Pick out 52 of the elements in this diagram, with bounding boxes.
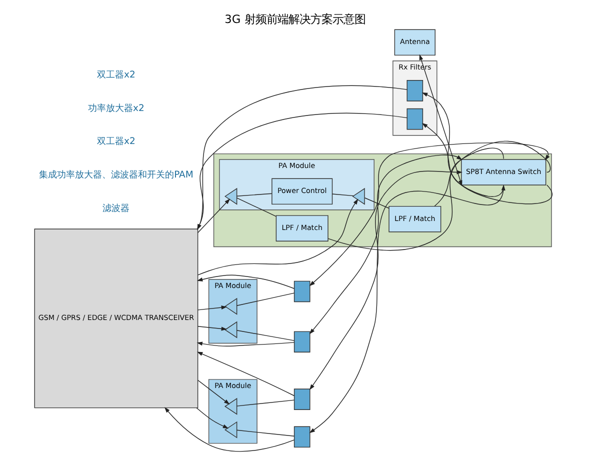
cluster: PA Module xyxy=(208,379,258,444)
connector xyxy=(236,198,276,217)
arrow xyxy=(164,407,295,452)
cluster: PA Module xyxy=(208,279,258,344)
connector xyxy=(332,194,354,196)
node-triangle xyxy=(224,321,238,338)
arrow xyxy=(419,54,462,186)
arrow xyxy=(422,122,504,197)
connector xyxy=(236,193,272,196)
label: 滤波器 xyxy=(102,202,130,214)
node-triangle xyxy=(224,298,238,315)
arrow xyxy=(198,306,228,310)
arrow xyxy=(309,170,462,390)
connector xyxy=(364,198,390,209)
node-box xyxy=(294,388,310,410)
node-box: LPF / Match xyxy=(388,206,442,232)
node-box xyxy=(406,108,424,130)
node-box: SP8T Antenna Switch xyxy=(461,159,546,186)
connector xyxy=(236,430,294,436)
node-box xyxy=(294,331,310,352)
arrow xyxy=(198,198,358,276)
label: 双工器x2 xyxy=(97,136,136,148)
arrow xyxy=(309,184,506,434)
arrow xyxy=(197,112,408,230)
diagram-title: 3G 射频前端解决方案示意图 xyxy=(224,12,366,26)
connector xyxy=(236,292,294,306)
arrow xyxy=(198,380,230,405)
arrow xyxy=(196,352,295,396)
connector xyxy=(434,148,504,207)
node-box: Antenna xyxy=(394,29,436,56)
arrow xyxy=(196,274,294,289)
node-triangle xyxy=(224,421,238,438)
arrow xyxy=(198,198,230,234)
node-box: GSM / GPRS / EDGE / WCDMA TRANSCEIVER xyxy=(34,228,198,408)
node-box xyxy=(294,280,310,302)
arrow xyxy=(198,326,228,331)
node-box xyxy=(294,426,310,448)
arrow xyxy=(422,92,552,204)
label: 功率放大器x2 xyxy=(88,102,144,114)
connector xyxy=(236,400,294,406)
node-box: LPF / Match xyxy=(276,215,328,242)
arrow xyxy=(309,154,462,334)
arrow xyxy=(196,342,295,346)
node-box: Power Control xyxy=(272,178,333,205)
node-box xyxy=(406,80,424,102)
connector xyxy=(328,140,551,251)
arrow xyxy=(309,142,550,286)
label: 集成功率放大器、滤波器和开关的PAM xyxy=(39,170,194,181)
label: 双工器x2 xyxy=(97,69,136,80)
arrow xyxy=(196,408,229,428)
connector xyxy=(236,330,294,341)
arrow xyxy=(197,85,408,230)
